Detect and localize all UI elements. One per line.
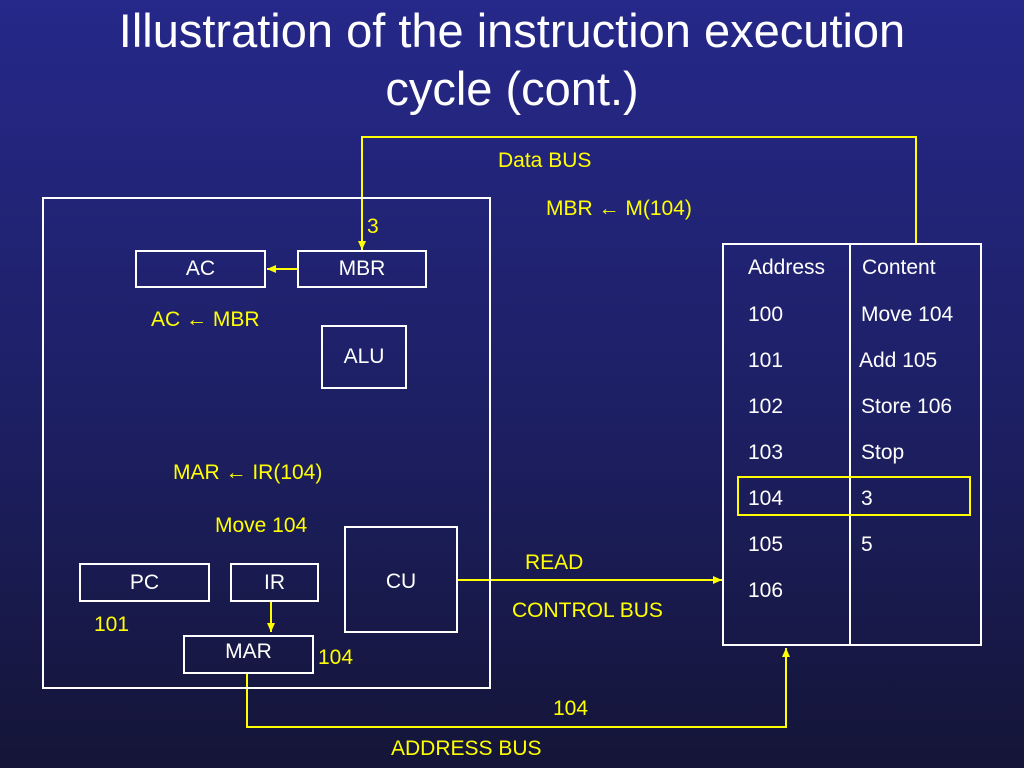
memory-content: Move 104 (861, 303, 954, 326)
data-bus-label: Data BUS (498, 149, 592, 172)
control-bus-label: CONTROL BUS (512, 599, 663, 622)
memory-content: Stop (861, 441, 905, 464)
memory-content: 3 (861, 487, 873, 510)
memory-address: 103 (748, 441, 784, 464)
memory-column-divider (849, 243, 851, 646)
cu-unit: CU (344, 526, 458, 633)
alu-unit: ALU (321, 325, 407, 389)
ac-register: AC (135, 250, 266, 288)
memory-address: 101 (748, 349, 784, 372)
memory-table (722, 243, 982, 646)
data-transfer-label: MBR ← M(104) (546, 197, 692, 220)
mbr-value-label: 3 (367, 215, 379, 238)
memory-header-content: Content (862, 256, 936, 279)
ac-transfer-label: AC ← MBR (151, 308, 260, 331)
ir-register: IR (230, 563, 319, 602)
memory-content: Store 106 (861, 395, 953, 418)
slide-title: Illustration of the instruction executio… (118, 4, 906, 115)
memory-address: 102 (748, 395, 784, 418)
memory-highlight (737, 476, 971, 516)
pc-value-label: 101 (94, 613, 130, 636)
memory-address: 104 (748, 487, 784, 510)
cpu-outline (42, 197, 491, 689)
pc-register: PC (79, 563, 210, 602)
address-bus-line (246, 648, 790, 728)
memory-content: Add 105 (859, 349, 938, 372)
mbr-register: MBR (297, 250, 427, 288)
ir-instruction-label: Move 104 (215, 514, 308, 537)
mar-transfer-label: MAR ← IR(104) (173, 461, 323, 484)
address-bus-label: ADDRESS BUS (391, 737, 542, 760)
address-value-label: 104 (553, 697, 589, 720)
memory-content: 5 (861, 533, 873, 556)
read-signal-label: READ (525, 551, 584, 574)
memory-address: 105 (748, 533, 784, 556)
memory-address: 100 (748, 303, 784, 326)
memory-header-address: Address (748, 256, 826, 279)
mar-register: MAR (183, 635, 314, 674)
data-bus-line (358, 136, 917, 250)
memory-address: 106 (748, 579, 784, 602)
mar-value-label: 104 (318, 646, 354, 669)
